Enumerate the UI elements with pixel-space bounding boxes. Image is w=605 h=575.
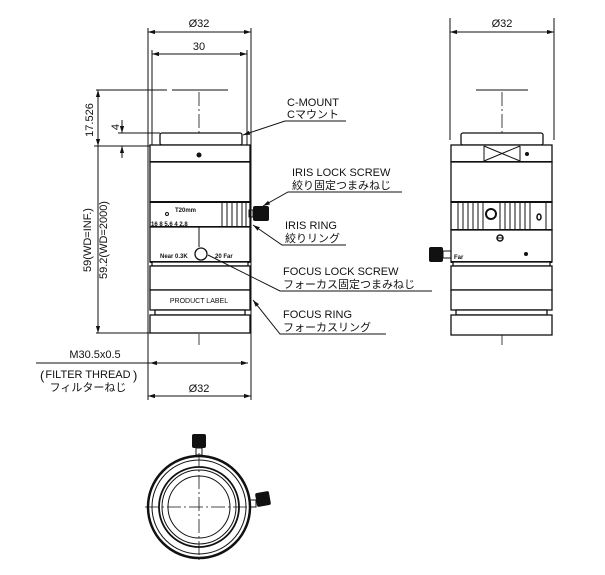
c-mount-thread (159, 132, 243, 146)
side-iris-knurl (457, 202, 547, 230)
dim-length-inf: 59(WD=INF.) (82, 208, 94, 272)
bottom-view (145, 434, 271, 562)
callout-c-mount-en: C-MOUNT (287, 97, 339, 109)
iris-lock-screw-icon (253, 206, 269, 221)
callout-focus-lock-ja: フォーカス固定つまみねじ (283, 277, 415, 291)
filter-thread-ja: フィルターねじ (50, 381, 127, 394)
dim-flange-back: 17.526 (84, 103, 96, 137)
focus-ring (149, 265, 251, 291)
callout-focus-lock-en: FOCUS LOCK SCREW (283, 266, 399, 278)
focal-length-engraving: T20mm (175, 208, 196, 214)
bottom-focus-screw-icon (255, 491, 271, 507)
callout-iris-lock-ja: 絞り固定つまみねじ (292, 178, 391, 192)
callout-c-mount-ja: Cマウント (287, 108, 339, 121)
iris-knurl (221, 202, 247, 227)
side-dim-diameter: Ø32 (492, 18, 513, 30)
focus-lock-screw-icon (194, 247, 208, 261)
bottom-iris-screw-icon (192, 434, 206, 448)
callouts: C-MOUNT Cマウント IRIS LOCK SCREW 絞り固定つまみねじ … (207, 97, 432, 335)
product-label: PRODUCT LABEL (170, 298, 228, 305)
near-engraving: Near 0.3K (160, 254, 188, 260)
dim-diameter-top: Ø32 (189, 18, 210, 30)
far-engraving: 20 Far (215, 254, 233, 260)
dim-mount-depth: 4 (110, 124, 122, 130)
fstop-engraving: 16 8 5.6 4 2.8 (151, 222, 188, 228)
dim-filter-thread: M30.5x0.5 (69, 349, 120, 361)
callout-iris-ring-ja: 絞りリング (285, 231, 340, 245)
side-view: Ø32 Far (429, 18, 555, 345)
dim-length-2000: 59.2(WD=2000) (98, 201, 110, 279)
side-focus-lock-screw-icon (429, 247, 443, 262)
callout-iris-ring-en: IRIS RING (285, 220, 337, 232)
front-view: Ø32 30 17.526 4 59(WD=INF.) 59.2(WD=2000… (36, 18, 269, 400)
paren-right: ) (133, 368, 137, 383)
side-far-engraving: Far (454, 255, 464, 261)
callout-focus-ring-en: FOCUS RING (283, 309, 352, 321)
filter-thread-en: FILTER THREAD (45, 369, 130, 381)
callout-focus-ring-ja: フォーカスリング (283, 320, 371, 334)
dim-diameter-bottom: Ø32 (189, 383, 210, 395)
callout-iris-lock-en: IRIS LOCK SCREW (292, 167, 391, 179)
dim-mount-width: 30 (193, 41, 205, 53)
paren-left: ( (40, 368, 45, 383)
